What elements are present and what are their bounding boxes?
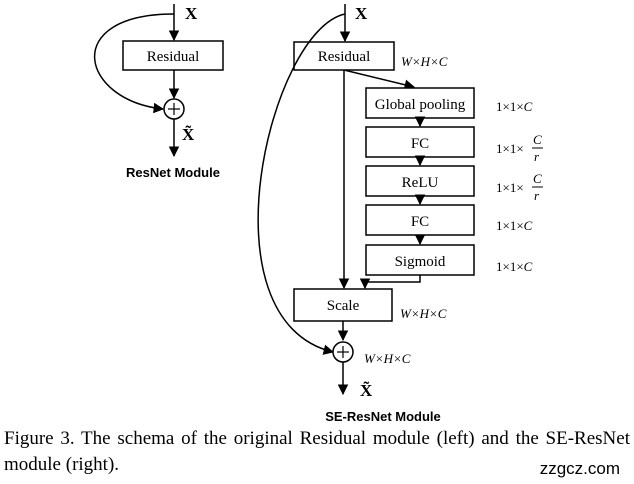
- relu-label: ReLU: [402, 175, 439, 191]
- resnet-input-label: X: [185, 4, 198, 23]
- sigmoid-box: [365, 244, 475, 276]
- resnet-residual-label: Residual: [147, 49, 200, 65]
- fc1-label: FC: [411, 136, 429, 152]
- se-branch-arrow: [343, 69, 416, 90]
- watermark: zzgcz.com: [539, 459, 620, 478]
- resnet-skip-connection: [93, 13, 175, 114]
- global-pooling-dim: 1×1×C: [496, 99, 533, 114]
- fc1-box: [365, 126, 475, 158]
- se-skip-connection: [257, 13, 346, 355]
- sigmoid-label: Sigmoid: [395, 254, 446, 270]
- global-pooling-box: [365, 87, 475, 119]
- relu-box: [365, 165, 475, 197]
- resnet-output-label: X̃: [182, 124, 195, 144]
- fc1-dim: 1×1× C r: [496, 132, 543, 164]
- se-residual-label: Residual: [318, 49, 371, 65]
- svg-text:1×1×: 1×1×: [496, 141, 524, 156]
- fc2-label: FC: [411, 214, 429, 230]
- relu-dim: 1×1× C r: [496, 171, 543, 203]
- sigmoid-dim: 1×1×C: [496, 259, 533, 274]
- svg-text:r: r: [534, 188, 540, 203]
- figure-caption: Figure 3. The schema of the original Res…: [4, 428, 630, 475]
- se-output-label: X̃: [360, 380, 373, 400]
- svg-text:C: C: [533, 132, 542, 147]
- scale-dim-label: W×H×C: [400, 306, 447, 321]
- se-residual-box: [293, 41, 395, 71]
- scale-label: Scale: [327, 298, 360, 314]
- diagram: X Residual X̃ ResNet Module X Residual W…: [93, 4, 543, 400]
- fc2-dim: 1×1×C: [496, 218, 533, 233]
- scale-box: [293, 288, 393, 322]
- sigmoid-to-scale-arrow: [359, 275, 421, 290]
- resnet-title: ResNet Module: [126, 165, 220, 180]
- se-resnet-title: SE-ResNet Module: [325, 409, 441, 424]
- se-resnet-module: X Residual W×H×C Global pooling 1×1×C FC…: [257, 4, 543, 400]
- se-input-label: X: [355, 4, 368, 23]
- resnet-module: X Residual X̃ ResNet Module: [93, 4, 224, 180]
- svg-text:C: C: [533, 171, 542, 186]
- resnet-residual-box: [122, 40, 224, 71]
- add-dim-label: W×H×C: [364, 351, 411, 366]
- residual-dim-label: W×H×C: [401, 54, 448, 69]
- fc2-box: [365, 204, 475, 236]
- global-pooling-label: Global pooling: [375, 97, 466, 113]
- svg-text:1×1×: 1×1×: [496, 180, 524, 195]
- svg-text:r: r: [534, 149, 540, 164]
